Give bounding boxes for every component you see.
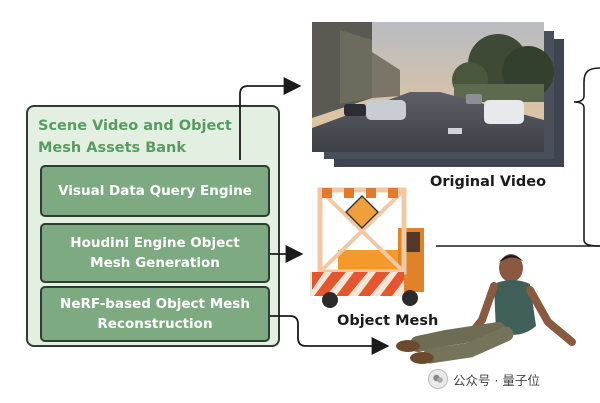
houdini-object-mesh-generation-box: Houdini Engine Object Mesh Generation xyxy=(40,223,270,283)
video-frame-front xyxy=(312,22,554,152)
visual-data-query-engine-box: Visual Data Query Engine xyxy=(40,165,270,217)
assets-bank-title: Scene Video and Object Mesh Assets Bank xyxy=(38,118,232,156)
watermark: 公众号 · 量子位 xyxy=(428,369,540,389)
object-mesh-caption: Object Mesh xyxy=(337,313,439,329)
assets-bank-panel: Scene Video and Object Mesh Assets Bank … xyxy=(26,105,280,347)
arrow-nerf-to-human xyxy=(270,315,390,355)
wechat-logo-icon xyxy=(428,369,448,389)
nerf-object-mesh-reconstruction-box: NeRF-based Object Mesh Reconstruction xyxy=(40,286,270,342)
arrow-query-to-video xyxy=(239,77,302,160)
right-bracket xyxy=(573,67,600,247)
watermark-text: 公众号 · 量子位 xyxy=(453,372,540,388)
original-video-caption: Original Video xyxy=(430,174,547,190)
